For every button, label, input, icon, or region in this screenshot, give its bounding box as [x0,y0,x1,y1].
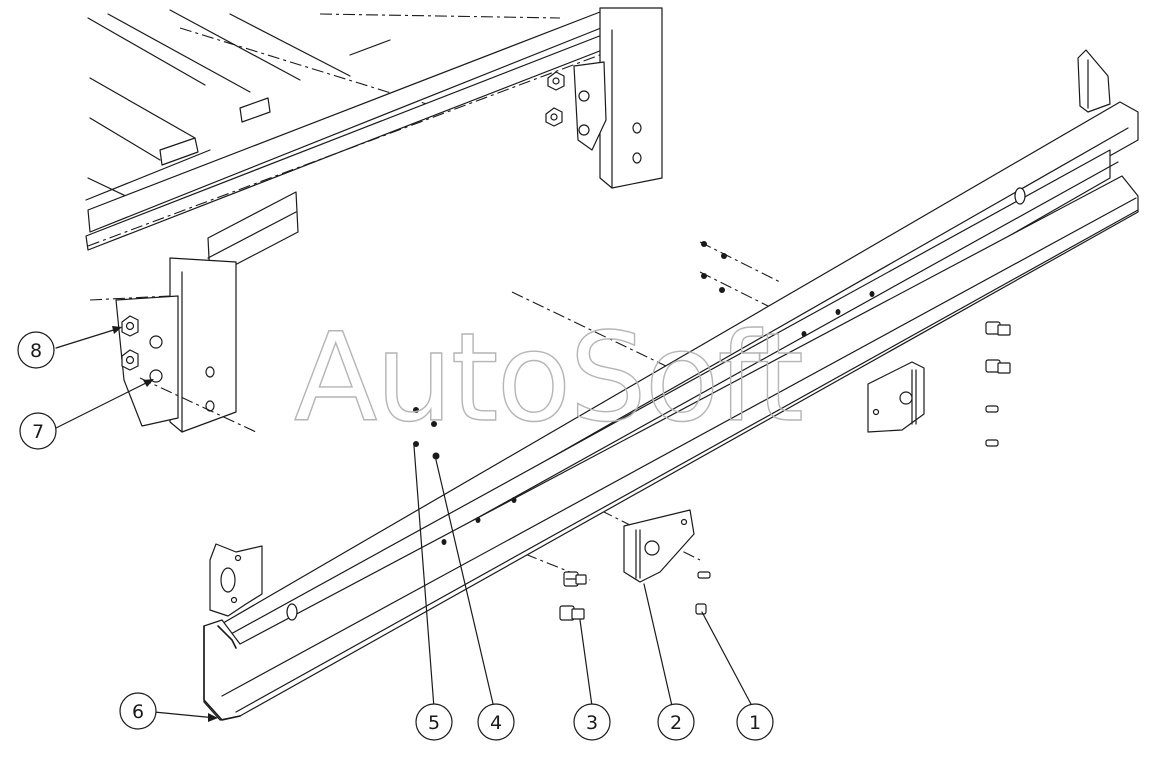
callout-6: 6 [119,692,157,730]
leader-lines [55,326,753,722]
washer-7-part [149,369,163,383]
callout-2-label: 2 [670,712,682,734]
upper-fasteners [545,71,590,136]
callout-6-label: 6 [132,701,144,723]
callout-2: 2 [657,703,695,741]
callout-7-label: 7 [32,421,44,443]
bolts-3 [559,321,1011,621]
callout-3-label: 3 [586,712,598,734]
callout-5-label: 5 [428,712,440,734]
callout-1: 1 [736,703,774,741]
callout-3: 3 [573,703,611,741]
nuts-4-5 [413,241,727,460]
callout-1-label: 1 [749,712,761,734]
callout-8: 8 [17,331,55,369]
callout-7: 7 [19,412,57,450]
callout-5: 5 [415,703,453,741]
screws-1 [695,405,999,615]
callout-4-label: 4 [490,712,502,734]
callout-4: 4 [477,703,515,741]
nut-washer-group [121,315,163,383]
callout-8-label: 8 [30,340,42,362]
mounting-plates-2 [623,361,925,583]
watermark-text: AutoSoft [294,307,802,449]
